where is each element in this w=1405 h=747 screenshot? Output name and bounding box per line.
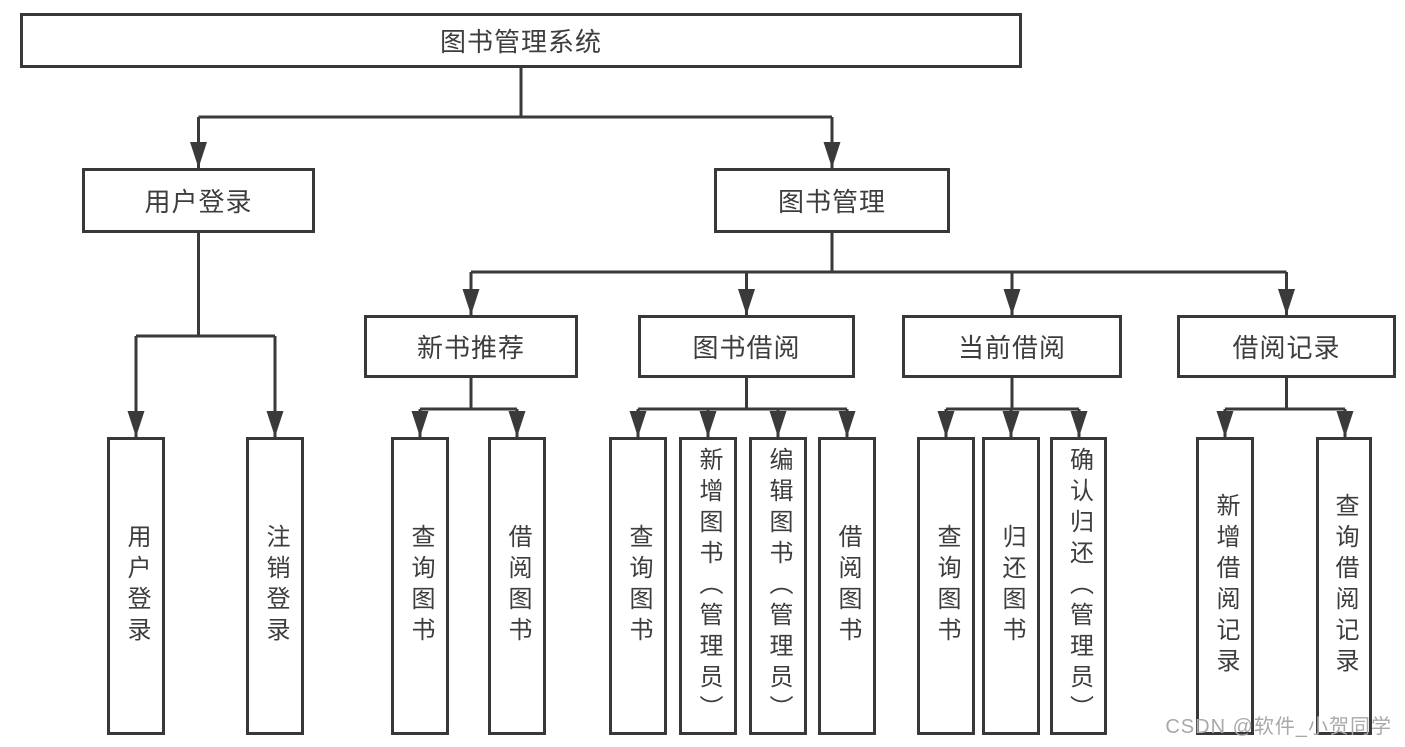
leaf-borrow-books: 借阅图书 — [818, 437, 876, 735]
leaf-query-borrow-record: 查询借阅记录 — [1316, 437, 1372, 735]
node-user-login: 用户登录 — [82, 168, 315, 233]
leaf-label: 编辑图书（管理员） — [765, 446, 792, 726]
leaf-query-books-borrow: 查询图书 — [609, 437, 667, 735]
node-borrowing-records: 借阅记录 — [1177, 315, 1396, 378]
leaf-label: 新增图书（管理员） — [695, 446, 722, 726]
leaf-add-borrow-record: 新增借阅记录 — [1196, 437, 1254, 735]
node-label: 用户登录 — [144, 187, 253, 217]
node-label: 图书管理系统 — [439, 27, 602, 57]
leaf-label: 查询图书 — [407, 524, 434, 648]
leaf-label: 借阅图书 — [834, 524, 861, 648]
leaf-label: 确认归还（管理员） — [1065, 446, 1093, 726]
node-current-borrowing: 当前借阅 — [902, 315, 1122, 378]
node-book-borrowing: 图书借阅 — [638, 315, 855, 378]
leaf-label: 借阅图书 — [504, 524, 531, 648]
node-label: 当前借阅 — [957, 333, 1066, 363]
leaf-add-books-admin: 新增图书（管理员） — [679, 437, 737, 735]
leaf-query-books-current: 查询图书 — [917, 437, 975, 735]
leaf-query-books-recommend: 查询图书 — [391, 437, 449, 735]
leaf-edit-books-admin: 编辑图书（管理员） — [749, 437, 807, 735]
node-label: 图书管理 — [777, 187, 886, 217]
leaf-label: 查询借阅记录 — [1331, 493, 1358, 679]
csdn-watermark: CSDN @软件_小贺同学 — [1165, 716, 1392, 738]
node-library-management-system: 图书管理系统 — [20, 13, 1022, 68]
node-new-book-recommendation: 新书推荐 — [364, 315, 578, 378]
leaf-label: 查询图书 — [933, 524, 960, 648]
leaf-user-login: 用户登录 — [107, 437, 165, 735]
node-label: 借阅记录 — [1232, 333, 1341, 363]
node-label: 新书推荐 — [416, 333, 525, 363]
leaf-label: 新增借阅记录 — [1212, 493, 1239, 679]
leaf-borrow-books-recommend: 借阅图书 — [488, 437, 546, 735]
leaf-return-books: 归还图书 — [982, 437, 1040, 735]
leaf-label: 注销登录 — [262, 524, 289, 648]
leaf-label: 查询图书 — [625, 524, 652, 648]
node-label: 图书借阅 — [692, 333, 801, 363]
leaf-label: 用户登录 — [123, 524, 150, 648]
leaf-label: 归还图书 — [998, 524, 1025, 648]
leaf-logout: 注销登录 — [246, 437, 304, 735]
leaf-confirm-return-admin: 确认归还（管理员） — [1050, 437, 1107, 735]
node-book-management: 图书管理 — [714, 168, 950, 233]
